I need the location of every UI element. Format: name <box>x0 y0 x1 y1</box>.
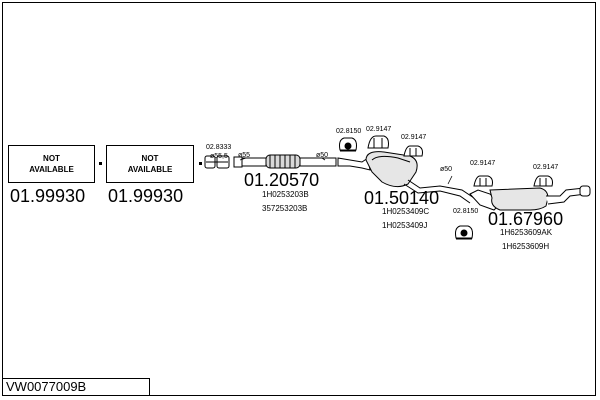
mount-part-number: 02.9147 <box>401 134 427 141</box>
part-number: 01.50140 <box>364 188 440 208</box>
part-number: 01.99930 <box>108 186 184 206</box>
clamp-front-drawing <box>204 155 230 169</box>
oem-number: 1H0253203B <box>262 190 309 199</box>
oem-number: 1H6253609H <box>502 242 550 251</box>
part-number: 01.99930 <box>10 186 86 206</box>
mount-drawing-3 <box>403 145 423 157</box>
mount-part-number: 02.9147 <box>533 164 559 171</box>
mount-drawing-6 <box>455 225 473 240</box>
oem-number: 1H0253409J <box>382 221 428 230</box>
clamp-part-number: 02.8333 <box>206 144 232 151</box>
pipe-diameter: ø50 <box>440 166 453 173</box>
mount-drawing-4 <box>473 175 493 187</box>
mount-part-number: 02.8150 <box>336 128 362 135</box>
oem-number: 357253203B <box>262 204 308 213</box>
mount-part-number: 02.9147 <box>366 126 392 133</box>
leader-lines <box>239 157 453 185</box>
connector-dot <box>199 162 202 165</box>
mount-drawing-1 <box>339 137 357 152</box>
not-available-box-1: NOT AVAILABLE <box>8 145 95 183</box>
front-pipe-drawing <box>233 154 337 169</box>
not-available-box-2: NOT AVAILABLE <box>106 145 194 183</box>
not-available-text-line2: AVAILABLE <box>29 165 74 174</box>
rear-silencer-drawing <box>469 185 591 211</box>
middle-silencer-drawing <box>337 151 475 204</box>
diagram-frame <box>2 2 596 396</box>
oem-number: 1H6253609AK <box>500 228 553 237</box>
ring-diameter: ø55,5 <box>210 153 228 160</box>
part-number: 01.20570 <box>244 170 320 190</box>
not-available-text-line1: NOT <box>141 154 159 163</box>
oem-number: 1H0253409C <box>382 207 430 216</box>
pipe-diameter: ø55 <box>238 152 251 159</box>
mount-drawing-2 <box>367 135 389 149</box>
connector-dot <box>99 162 102 165</box>
not-available-text-line2: AVAILABLE <box>127 165 173 174</box>
not-available-text-line1: NOT <box>43 154 60 163</box>
mount-part-number: 02.9147 <box>470 160 496 167</box>
part-number: 01.67960 <box>488 209 564 229</box>
pipe-diameter: ø50 <box>316 152 329 159</box>
catalog-code: VW0077009B <box>2 378 150 396</box>
mount-drawing-5 <box>533 175 553 187</box>
mount-part-number: 02.8150 <box>453 208 479 215</box>
